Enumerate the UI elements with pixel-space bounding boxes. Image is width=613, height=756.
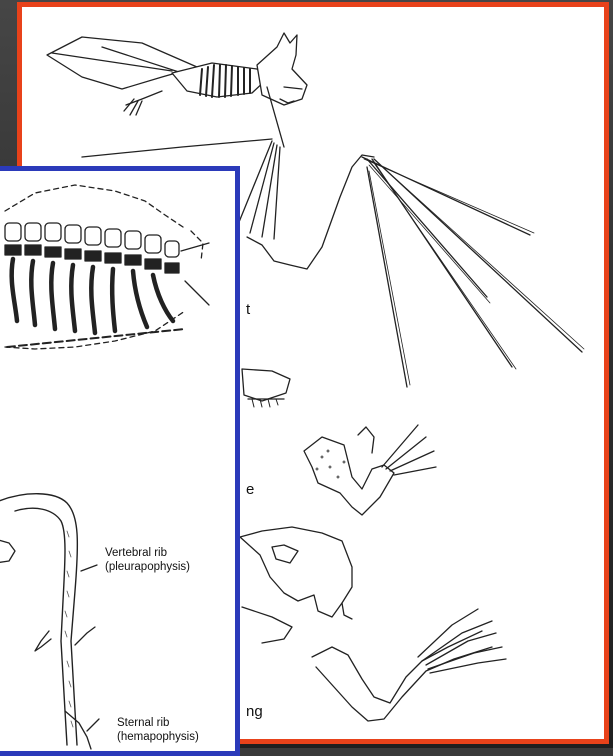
slide-text-fragment: t	[246, 301, 250, 318]
sternal-rib-label-line2: (hemapophysis)	[117, 730, 199, 744]
slide-text-fragment: ng	[246, 703, 263, 720]
vertebral-rib-label-line2: (pleurapophysis)	[105, 560, 190, 574]
sternal-rib-label: Sternal rib (hemapophysis)	[117, 716, 199, 744]
vertebral-rib-label-line1: Vertebral rib	[105, 546, 190, 560]
rib-anatomy-slide[interactable]: Vertebral rib (pleurapophysis) Sternal r…	[0, 166, 240, 756]
sternal-rib-label-line1: Sternal rib	[117, 716, 199, 730]
vertebral-column-drawing	[0, 171, 235, 751]
vertebral-rib-label: Vertebral rib (pleurapophysis)	[105, 546, 190, 574]
slide-text-fragment: e	[246, 481, 254, 498]
